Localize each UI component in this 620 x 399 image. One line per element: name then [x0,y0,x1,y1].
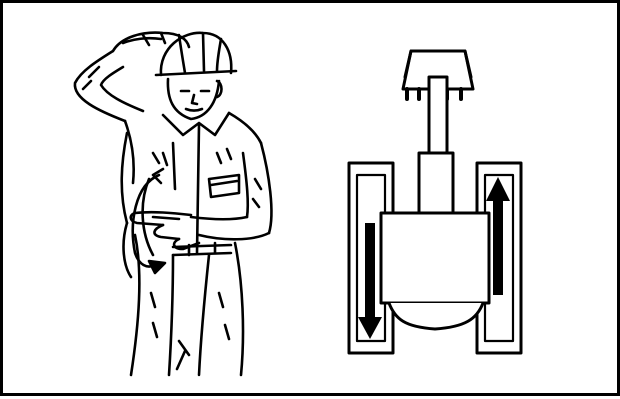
worker-signal-icon [75,33,272,375]
boom-arm [419,77,453,213]
worker-head [168,79,222,119]
upper-structure [381,213,489,329]
pointing-hand-icon [131,212,199,249]
diagram-canvas [3,3,620,399]
coverall-legs [131,235,243,375]
excavator-top-view-icon [349,51,521,353]
left-arm [122,133,131,277]
raised-arm [75,51,143,121]
hard-hat-icon [156,33,236,75]
raised-hand-icon [113,33,189,51]
